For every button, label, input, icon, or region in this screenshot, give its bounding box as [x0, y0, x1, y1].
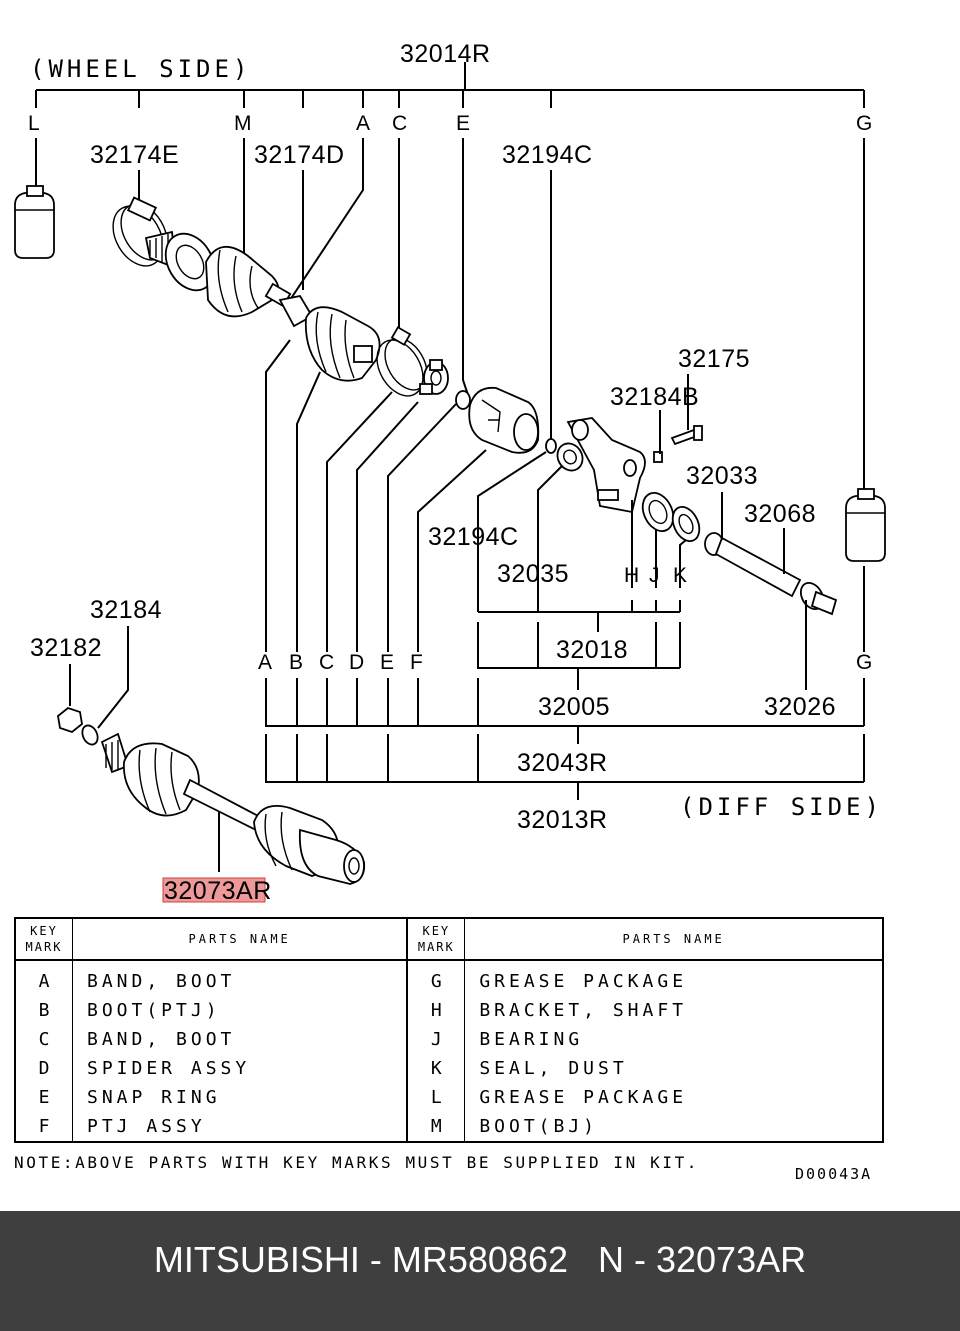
boot-PTJ-icon	[304, 306, 381, 382]
footer-part-number: MITSUBISHI - MR580862 N - 32073AR	[153, 1239, 807, 1280]
callout-32018[interactable]: 32018	[556, 636, 628, 664]
name-cell: BRACKET, SHAFT	[479, 1000, 688, 1021]
key-letter-bottom-C: C	[319, 651, 334, 674]
callout-32184B[interactable]: 32184B	[610, 383, 699, 411]
ptj-housing-icon	[468, 386, 540, 454]
key-letter-top-E: E	[456, 112, 470, 135]
callout-32174D[interactable]: 32174D	[254, 141, 345, 169]
table-row: E SNAP RING L GREASE PACKAGE	[15, 1083, 883, 1112]
nut-32184B-icon	[653, 451, 663, 463]
name-cell: GREASE PACKAGE	[479, 971, 688, 992]
nut-32182-icon	[57, 706, 83, 734]
name-cell: GREASE PACKAGE	[479, 1087, 688, 1108]
key-cell: E	[15, 1083, 73, 1112]
snap-ring-icon	[455, 390, 471, 410]
callout-32033[interactable]: 32033	[686, 462, 758, 490]
key-letter-top-C: C	[392, 112, 407, 135]
callout-32194C-top[interactable]: 32194C	[502, 141, 593, 169]
table-row: B BOOT(PTJ) H BRACKET, SHAFT	[15, 996, 883, 1025]
name-cell: SPIDER ASSY	[72, 1054, 409, 1083]
callout-32194C-mid[interactable]: 32194C	[428, 523, 519, 551]
callout-32174E[interactable]: 32174E	[90, 141, 179, 169]
key-letter-bottom-G: G	[856, 651, 872, 674]
table-row: C BAND, BOOT J BEARING	[15, 1025, 883, 1054]
diff-side-label: (DIFF SIDE)	[680, 793, 883, 821]
key-cell: A	[15, 960, 73, 996]
key-letter-top-L: L	[28, 112, 40, 135]
grease-package-G-icon	[845, 488, 886, 562]
table-header-name-left: PARTS NAME	[72, 918, 409, 960]
key-cell: J	[407, 1025, 466, 1054]
key-letter-bottom-B: B	[289, 651, 303, 674]
name-cell: BEARING	[479, 1029, 584, 1050]
key-letter-top-G: G	[856, 112, 872, 135]
key-cell: L	[407, 1083, 466, 1112]
key-letter-mid-J: J	[649, 564, 660, 587]
key-cell: M	[407, 1112, 466, 1142]
name-cell: PTJ ASSY	[72, 1112, 409, 1142]
callout-32013R[interactable]: 32013R	[517, 806, 608, 834]
callout-32043R[interactable]: 32043R	[517, 749, 608, 777]
key-cell: G	[407, 960, 466, 996]
grease-package-L-icon	[14, 185, 55, 259]
key-cell: F	[15, 1112, 73, 1142]
wheel-side-label: (WHEEL SIDE)	[30, 55, 251, 83]
part-highlight	[162, 877, 266, 903]
table-header-name-right: PARTS NAME	[622, 932, 725, 946]
callout-32035[interactable]: 32035	[497, 560, 569, 588]
footer-bar: MITSUBISHI - MR580862 N - 32073AR	[0, 1211, 960, 1331]
exploded-parts-diagram: (WHEEL SIDE) 32014R L M A C E G 32174E 3…	[14, 40, 886, 905]
callout-32014R[interactable]: 32014R	[400, 40, 491, 68]
drive-shaft-assy-icon	[100, 732, 366, 885]
callout-32175[interactable]: 32175	[678, 345, 750, 373]
dust-seal-icon	[671, 506, 701, 542]
bracket-shaft-icon	[566, 417, 646, 514]
key-letter-top-A: A	[356, 112, 370, 135]
key-letter-bottom-F: F	[410, 651, 423, 674]
key-cell: D	[15, 1054, 73, 1083]
key-letter-bottom-D: D	[349, 651, 364, 674]
name-cell: SNAP RING	[72, 1083, 409, 1112]
callout-32073AR[interactable]: 32073AR	[164, 877, 272, 905]
callout-32073A-suffix: R	[253, 877, 272, 905]
name-cell: BOOT(PTJ)	[72, 996, 409, 1025]
name-cell: BOOT(BJ)	[479, 1116, 599, 1137]
bearing-icon	[641, 492, 675, 532]
callout-32184[interactable]: 32184	[90, 596, 162, 624]
bolt-32175-icon	[670, 425, 703, 446]
kit-note: NOTE:ABOVE PARTS WITH KEY MARKS MUST BE …	[14, 1153, 700, 1172]
table-row: F PTJ ASSY M BOOT(BJ)	[15, 1112, 883, 1142]
key-letter-bottom-E: E	[380, 651, 394, 674]
table-row: D SPIDER ASSY K SEAL, DUST	[15, 1054, 883, 1083]
washer-32184-icon	[81, 724, 99, 746]
name-cell: BAND, BOOT	[72, 960, 409, 996]
callout-32182[interactable]: 32182	[30, 634, 102, 662]
name-cell: BAND, BOOT	[72, 1025, 409, 1054]
key-cell: K	[407, 1054, 466, 1083]
key-letter-bottom-A: A	[258, 651, 272, 674]
callout-32068[interactable]: 32068	[744, 500, 816, 528]
spider-assy-icon	[419, 359, 449, 395]
callout-32005[interactable]: 32005	[538, 693, 610, 721]
key-cell: B	[15, 996, 73, 1025]
outer-cv-joint-icon	[144, 230, 216, 292]
boot-BJ-icon	[205, 246, 292, 318]
callout-32073A-highlight: 32073A	[164, 877, 253, 905]
diagram-code: D00043A	[795, 1165, 873, 1183]
table-row: A BAND, BOOT G GREASE PACKAGE	[15, 960, 883, 996]
key-cell: C	[15, 1025, 73, 1054]
key-cell: H	[407, 996, 466, 1025]
key-letter-top-M: M	[234, 112, 252, 135]
name-cell: SEAL, DUST	[479, 1058, 628, 1079]
inner-shaft-icon	[714, 536, 838, 616]
callout-32026[interactable]: 32026	[764, 693, 836, 721]
